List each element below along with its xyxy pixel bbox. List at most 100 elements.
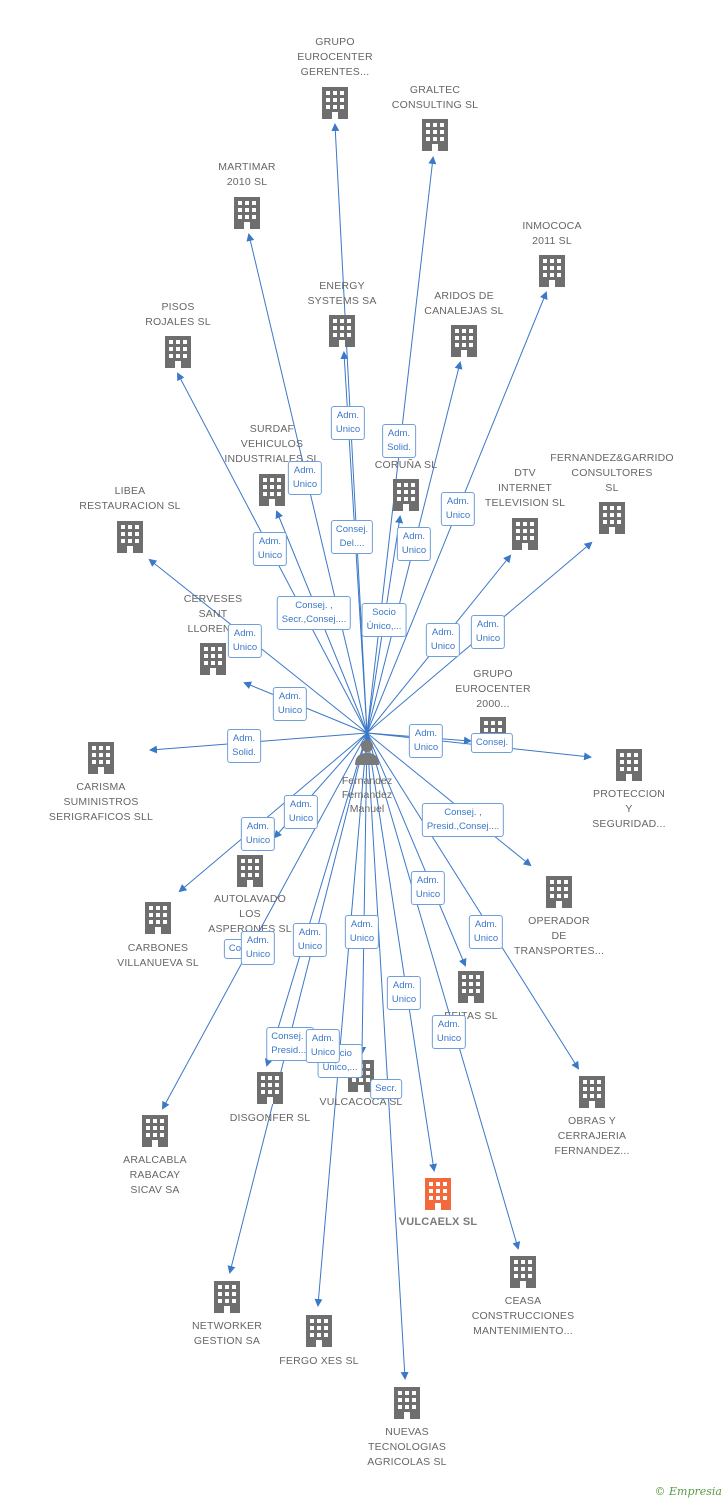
- building-icon-vulcaelx[interactable]: [425, 1178, 451, 1210]
- role-label: Secr.: [370, 1079, 402, 1099]
- brand-logo[interactable]: Empresia: [669, 1485, 722, 1498]
- company-label-aridos[interactable]: ARIDOS DE CANALEJAS SL: [424, 290, 504, 317]
- company-label-libea[interactable]: LIBEA RESTAURACION SL: [79, 485, 181, 512]
- role-label: Adm. Unico: [396, 527, 432, 561]
- company-label-vulcaelx[interactable]: VULCAELX SL: [398, 1216, 478, 1228]
- role-label: Adm. Unico: [240, 931, 276, 965]
- copyright-icon: ©: [654, 1485, 666, 1498]
- person-icon[interactable]: [355, 740, 379, 765]
- role-label: Consej. Del....: [330, 520, 374, 554]
- role-label: Adm. Unico: [330, 406, 366, 440]
- role-label: Adm. Unico: [240, 817, 276, 851]
- role-label: Adm. Unico: [410, 871, 446, 905]
- edge-aralcabla: [162, 732, 368, 1110]
- building-icon-fergo[interactable]: [306, 1315, 332, 1347]
- company-label-fergo[interactable]: FERGO XES SL: [279, 1355, 359, 1367]
- role-label: Adm. Unico: [470, 615, 506, 649]
- building-icon-nuevas[interactable]: [394, 1387, 420, 1419]
- company-label-vulcacoca[interactable]: VULCACOCA SL: [319, 1096, 403, 1108]
- edge-fergo: [314, 732, 368, 1307]
- building-icon-libea[interactable]: [117, 521, 143, 553]
- building-icon-obras[interactable]: [579, 1076, 605, 1108]
- person-name[interactable]: Fernandez Fernandez Manuel: [341, 775, 393, 815]
- building-icon-operador[interactable]: [546, 876, 572, 908]
- building-icon-autolavado[interactable]: [237, 855, 263, 887]
- building-icon-pisos[interactable]: [165, 336, 191, 368]
- company-label-martimar[interactable]: MARTIMAR 2010 SL: [218, 161, 276, 188]
- building-icon-proteccion[interactable]: [616, 749, 642, 781]
- role-label: Adm. Solid.: [382, 424, 416, 458]
- company-label-inmococa[interactable]: INMOCOCA 2011 SL: [522, 220, 582, 247]
- company-label-surdaf[interactable]: SURDAF VEHICULOS INDUSTRIALES SL: [224, 423, 320, 465]
- company-label-carbones[interactable]: CARBONES VILLANUEVA SL: [117, 942, 199, 969]
- edge-nuevas: [366, 732, 409, 1380]
- company-label-dtv[interactable]: DTV INTERNET TELEVISION SL: [484, 467, 566, 509]
- building-icon-grupo_eurocenter_gerentes[interactable]: [322, 87, 348, 119]
- building-icon-ceasa[interactable]: [510, 1256, 536, 1288]
- edge-disgonfer: [264, 732, 368, 1067]
- role-label: Socio Único,...: [361, 603, 407, 637]
- edge-ceasa: [366, 732, 521, 1250]
- building-icon-carbones[interactable]: [145, 902, 171, 934]
- company-label-grupo_eurocenter_gerentes[interactable]: GRUPO EUROCENTER GERENTES...: [297, 36, 373, 78]
- building-icon-fernandez_garrido[interactable]: [599, 502, 625, 534]
- footer-brand: © Empresia: [655, 1485, 723, 1498]
- company-label-energy[interactable]: ENERGY SYSTEMS SA: [307, 280, 377, 307]
- company-label-nuevas[interactable]: NUEVAS TECNOLOGIAS AGRICOLAS SL: [367, 1426, 447, 1468]
- company-label-fernandez_garrido[interactable]: FERNANDEZ&GARRIDO CONSULTORES SL: [550, 452, 674, 494]
- edge-obras: [366, 732, 580, 1070]
- role-label: Adm. Unico: [292, 923, 328, 957]
- building-icon-aridos[interactable]: [451, 325, 477, 357]
- role-label: Adm. Unico: [425, 623, 461, 657]
- role-label: Consej. , Presid.,Consej....: [421, 803, 505, 837]
- role-label: Adm. Unico: [272, 687, 308, 721]
- company-label-operador[interactable]: OPERADOR DE TRANSPORTES...: [513, 915, 605, 957]
- building-icon-aralcabla[interactable]: [142, 1115, 168, 1147]
- role-label: Consej.: [470, 733, 514, 753]
- building-icon-surdaf[interactable]: [259, 474, 285, 506]
- company-label-graltec[interactable]: GRALTEC CONSULTING SL: [391, 84, 479, 111]
- role-label: Adm. Unico: [431, 1015, 467, 1049]
- role-label: Adm. Unico: [283, 795, 319, 829]
- company-label-networker[interactable]: NETWORKER GESTION SA: [191, 1320, 263, 1347]
- edge-operador: [366, 732, 532, 867]
- building-icon-martimar[interactable]: [234, 197, 260, 229]
- edge-carbones: [178, 732, 368, 893]
- company-label-aralcabla[interactable]: ARALCABLA RABACAY SICAV SA: [123, 1154, 187, 1196]
- role-label: Adm. Unico: [344, 915, 380, 949]
- building-icon-cerveses[interactable]: [200, 643, 226, 675]
- company-label-pisos[interactable]: PISOS ROJALES SL: [145, 301, 211, 328]
- role-label: Adm. Unico: [227, 624, 263, 658]
- edge-efitas: [366, 732, 467, 967]
- role-label: Adm. Unico: [287, 461, 323, 495]
- company-label-cerveses[interactable]: CERVESES SANT LLORENC: [183, 593, 243, 635]
- company-label-proteccion[interactable]: PROTECCION Y SEGURIDAD...: [592, 788, 666, 830]
- building-icon-networker[interactable]: [214, 1281, 240, 1313]
- edge-vulcaelx: [366, 732, 438, 1172]
- role-label: Adm. Unico: [386, 976, 422, 1010]
- role-label: Adm. Unico: [468, 915, 504, 949]
- building-icon-coruna[interactable]: [393, 479, 419, 511]
- building-icon-graltec[interactable]: [422, 119, 448, 151]
- building-icon-efitas[interactable]: [458, 971, 484, 1003]
- edge-vulcacoca: [358, 732, 368, 1055]
- company-label-coruna[interactable]: CORUÑA SL: [374, 459, 438, 471]
- building-icon-energy[interactable]: [329, 315, 355, 347]
- company-label-ceasa[interactable]: CEASA CONSTRUCCIONES MANTENIMIENTO...: [471, 1295, 575, 1337]
- role-label: Consej. , Secr.,Consej....: [276, 596, 352, 630]
- company-label-carisma[interactable]: CARISMA SUMINISTROS SERIGRAFICOS SLL: [48, 781, 154, 823]
- company-label-grupo_eurocenter_2000[interactable]: GRUPO EUROCENTER 2000...: [455, 668, 531, 710]
- role-label: Adm. Unico: [252, 532, 288, 566]
- building-icon-dtv[interactable]: [512, 518, 538, 550]
- edge-networker: [227, 732, 368, 1274]
- building-icon-carisma[interactable]: [88, 742, 114, 774]
- role-label: Adm. Unico: [408, 724, 444, 758]
- building-icon-inmococa[interactable]: [539, 255, 565, 287]
- company-label-disgonfer[interactable]: DISGONFER SL: [229, 1112, 311, 1124]
- role-label: Adm. Unico: [440, 492, 476, 526]
- building-icon-disgonfer[interactable]: [257, 1072, 283, 1104]
- company-label-obras[interactable]: OBRAS Y CERRAJERIA FERNANDEZ...: [554, 1115, 630, 1157]
- role-label: Adm. Solid.: [227, 729, 261, 763]
- role-label: Adm. Unico: [305, 1029, 341, 1063]
